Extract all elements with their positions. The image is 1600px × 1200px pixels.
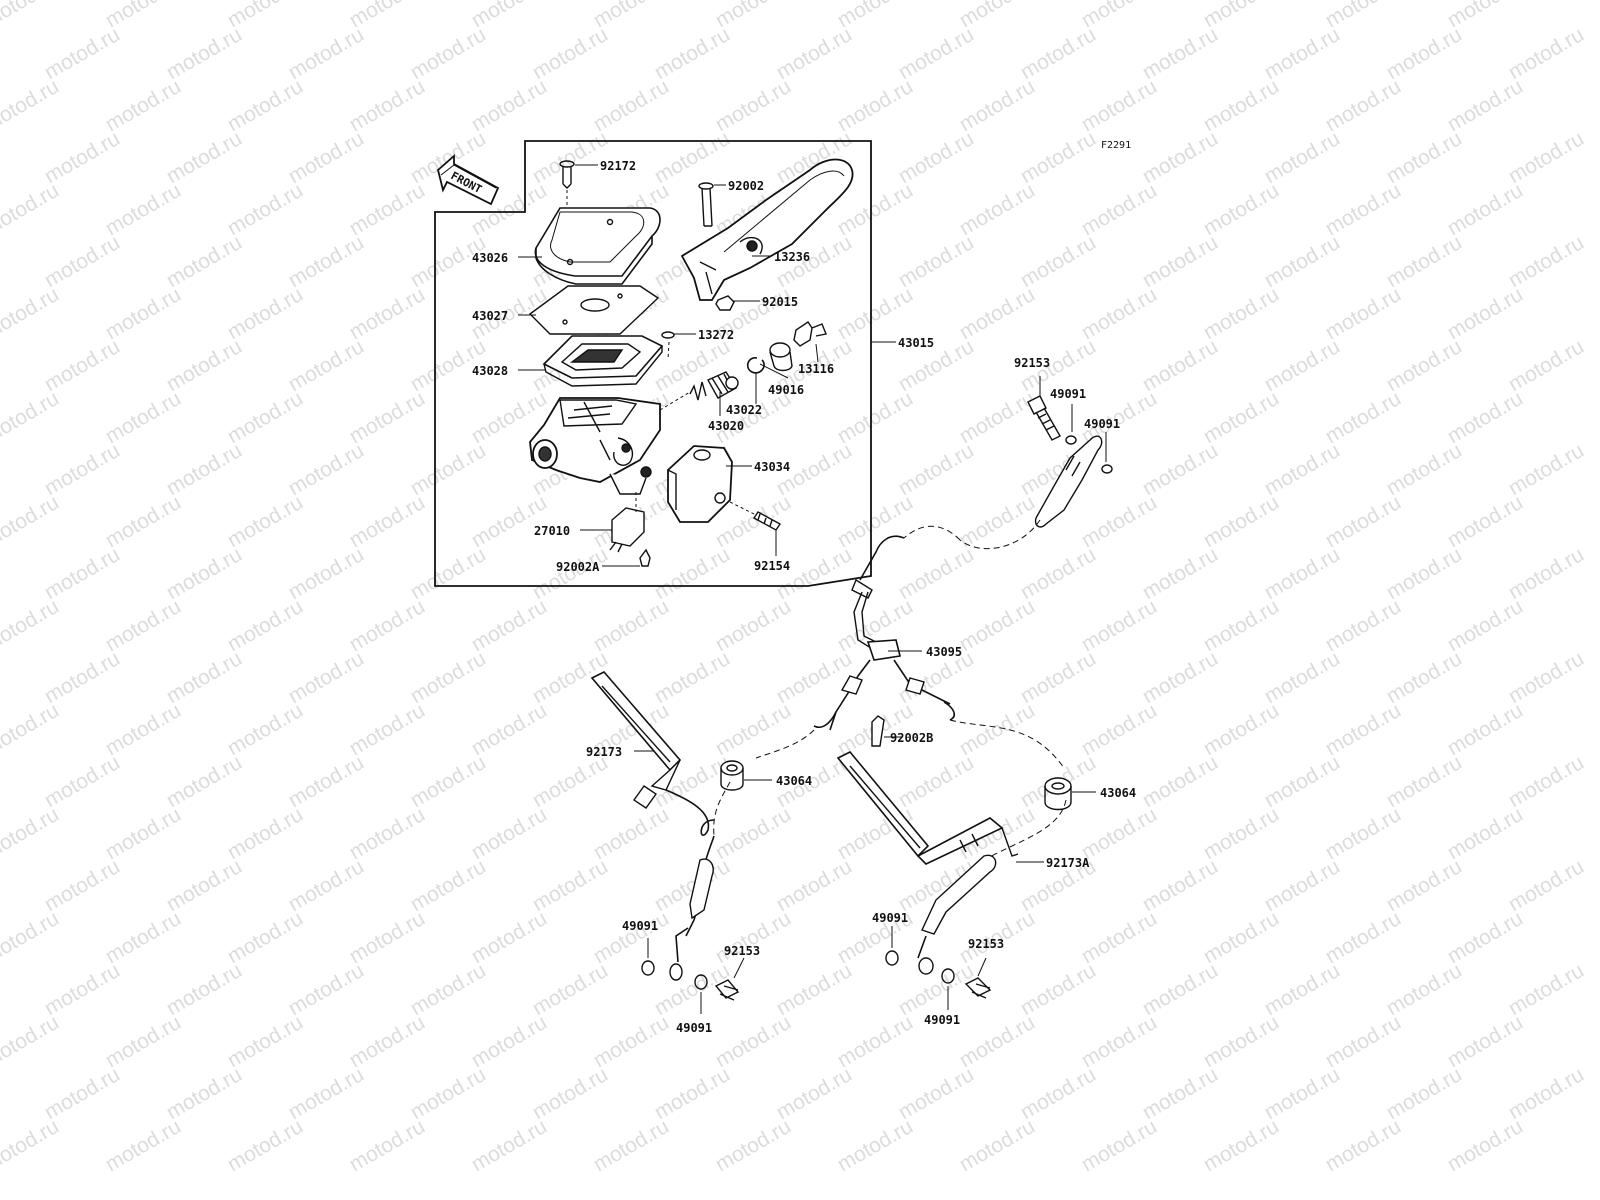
label-49091-bl2: 49091 xyxy=(676,1021,712,1035)
pivot-bolt xyxy=(793,321,827,347)
banjo-bolt-92153-bl xyxy=(714,979,740,1001)
diaphragm-plate-43027 xyxy=(528,285,660,335)
bracket-92173A xyxy=(836,751,1019,865)
assembly-outline xyxy=(434,140,872,587)
label-49091-top2: 49091 xyxy=(1084,417,1120,431)
label-13236: 13236 xyxy=(774,250,810,264)
grommet-43064-right xyxy=(1044,777,1072,811)
nut-92015 xyxy=(715,295,735,311)
washer-49091-top2 xyxy=(1101,464,1113,474)
master-cylinder-body xyxy=(529,397,661,495)
front-arrow xyxy=(436,154,500,206)
bushing-13116 xyxy=(769,342,793,372)
figure-code: F2291 xyxy=(1101,140,1131,151)
label-13272: 13272 xyxy=(698,328,734,342)
brake-hose-right xyxy=(917,719,1067,975)
label-27010: 27010 xyxy=(534,524,570,538)
label-43015: 43015 xyxy=(898,336,934,350)
screw-92002A xyxy=(639,548,651,567)
reservoir-cap-43026 xyxy=(534,207,661,285)
banjo-bolt-92153-top xyxy=(1027,395,1061,441)
label-43020: 43020 xyxy=(708,419,744,433)
label-49091-br: 49091 xyxy=(872,911,908,925)
brake-hose-left xyxy=(669,729,815,981)
piston-assembly xyxy=(659,371,739,411)
washer-49091-top1 xyxy=(1065,435,1077,445)
joint-43095 xyxy=(813,535,956,731)
label-92002B: 92002B xyxy=(890,731,933,745)
brake-lever-13236 xyxy=(680,158,854,301)
washer-49091-br xyxy=(885,950,899,966)
label-92153-br: 92153 xyxy=(968,937,1004,951)
label-92153-top: 92153 xyxy=(1014,356,1050,370)
clamp-43034 xyxy=(667,445,733,523)
label-43064-right: 43064 xyxy=(1100,786,1136,800)
label-92173: 92173 xyxy=(586,745,622,759)
label-92153-bl: 92153 xyxy=(724,944,760,958)
washer-49091-bl xyxy=(641,960,655,976)
banjo-bolt-92153-br xyxy=(964,977,992,999)
label-43022: 43022 xyxy=(726,403,762,417)
label-92002A: 92002A xyxy=(556,560,600,574)
label-49091-top1: 49091 xyxy=(1050,387,1086,401)
brake-hose-upper xyxy=(903,435,1103,550)
label-43027: 43027 xyxy=(472,309,508,323)
washer-49091-br2 xyxy=(941,968,955,984)
brake-switch-27010 xyxy=(609,507,645,553)
label-92015: 92015 xyxy=(762,295,798,309)
label-13116: 13116 xyxy=(798,362,834,376)
bolt-92154 xyxy=(729,501,782,531)
screw-92172 xyxy=(559,160,575,189)
label-49016: 49016 xyxy=(768,383,804,397)
label-92154: 92154 xyxy=(754,559,790,573)
label-43028: 43028 xyxy=(472,364,508,378)
diaphragm-43028 xyxy=(542,335,664,387)
label-92172: 92172 xyxy=(600,159,636,173)
label-92002: 92002 xyxy=(728,179,764,193)
washer-49091-bl2 xyxy=(694,974,708,990)
bracket-92173 xyxy=(590,671,715,836)
label-43095: 43095 xyxy=(926,645,962,659)
label-49091-bl: 49091 xyxy=(622,919,658,933)
pivot-bolt-92002 xyxy=(698,182,714,227)
grommet-43064-left xyxy=(720,760,744,791)
label-49091-br2: 49091 xyxy=(924,1013,960,1027)
label-43034: 43034 xyxy=(754,460,790,474)
label-43064-left: 43064 xyxy=(776,774,812,788)
screw-92002B xyxy=(871,715,885,747)
label-43026: 43026 xyxy=(472,251,508,265)
label-92173A: 92173A xyxy=(1046,856,1090,870)
leader-lines xyxy=(518,164,1107,1014)
